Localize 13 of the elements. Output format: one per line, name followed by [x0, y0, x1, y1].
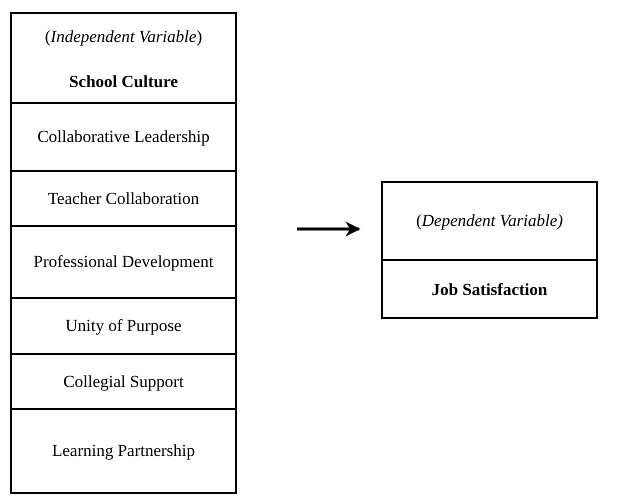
- factor-label: Unity of Purpose: [64, 315, 183, 338]
- factor-label: Teacher Collaboration: [46, 188, 200, 210]
- variable-name: Job Satisfaction: [430, 279, 548, 302]
- variable-name: School Culture: [68, 70, 179, 93]
- factor-label: Collaborative Leadership: [36, 126, 211, 148]
- factor-label: Professional Development: [32, 251, 214, 274]
- variable-type-label: (Independent Variable): [44, 26, 204, 48]
- variable-type-label: (Dependent Variable): [415, 210, 564, 232]
- variable-box: [10, 12, 237, 494]
- variable-box: [381, 181, 598, 319]
- factor-label: Learning Partnership: [50, 440, 196, 462]
- factor-label: Collegial Support: [62, 370, 185, 393]
- arrow: [297, 222, 360, 236]
